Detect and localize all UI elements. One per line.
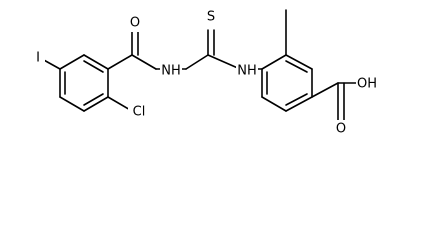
thione-sulfur-label: S [207,10,215,25]
atom-label-iodine: I [33,50,45,66]
carboxylic-acid-group [311,82,357,122]
methylbenzoic-ring [261,54,313,112]
thiourea-nh-label: NH [237,64,257,79]
iodine-label: I [36,51,40,66]
atom-label-carboxylic-oh: OH [356,75,378,93]
chemical-structure-diagram: I O NH S NH Cl OH O [33,8,378,138]
atom-label-thiourea-nh: NH [236,62,258,80]
chloroiodophenyl-ring [59,54,109,112]
amide-carbonyl [107,29,157,70]
amide-nh-label: NH [161,64,181,79]
atom-label-acid-carbonyl-oxygen: O [333,120,349,138]
atom-label-amide-nh: NH [160,62,182,80]
atom-label-chlorine: Cl [128,103,150,121]
acid-carbonyl-oxygen-label: O [336,122,346,137]
chlorine-label: Cl [133,105,146,120]
atom-label-carbonyl-oxygen: O [127,14,143,32]
carboxylic-oh-label: OH [357,77,377,92]
carbonyl-oxygen-label: O [130,16,140,31]
atom-label-sulfur: S [204,8,218,26]
